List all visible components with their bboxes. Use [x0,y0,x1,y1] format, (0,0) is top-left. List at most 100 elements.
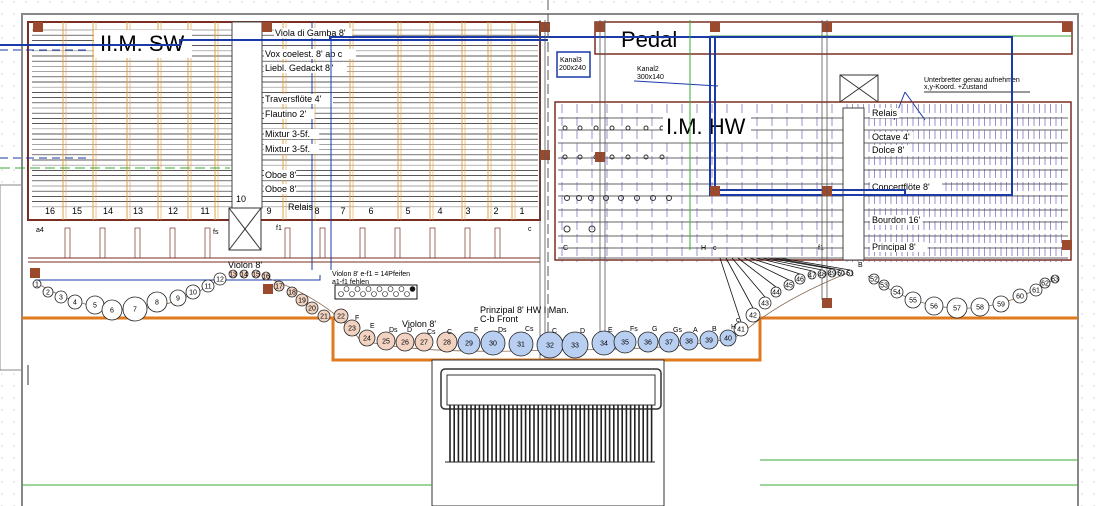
pipe: 48 [817,269,827,279]
pipe-number: 62 [1041,280,1049,287]
channel-number: 3 [465,206,470,216]
great-stop-label: Dolce 8' [872,145,905,155]
channel-number: 12 [168,206,178,216]
channel-number: 4 [437,206,442,216]
pipe: 12 [213,272,227,286]
note-name: H [731,324,736,331]
pipe-number: 9 [176,295,180,302]
pipe-number: 50 [837,270,845,277]
channel-number: 16 [45,206,55,216]
pipe-number: 63 [1051,276,1059,283]
pipe: 18 [286,286,298,298]
pipe-number: 35 [621,339,629,346]
pipe: 53 [878,279,890,291]
pipe: 28 [436,331,458,353]
pipe-number: 12 [216,276,224,283]
pipe: 58 [970,297,990,317]
pipe-number: 5 [93,302,97,309]
channel-number: 7 [340,206,345,216]
pipe: 61 [1029,283,1043,297]
pipe-number: 26 [401,339,409,346]
pipe: 19 [295,293,309,307]
pillar [262,22,272,32]
pipe: 22 [333,308,349,324]
pipe-number: 44 [772,289,780,296]
swell-stop-label: Traversflöte 4' [265,94,322,104]
pipe-number: 37 [665,339,673,346]
pipe-number: 60 [1016,293,1024,300]
pipe: 47 [807,270,817,280]
shaft-x-icon [839,74,879,103]
note-great-C: C [563,245,568,252]
pipe: 56 [924,296,944,316]
pipe: 27 [414,332,434,352]
pipe-number: 4 [73,299,77,306]
pallet-stub [99,227,106,259]
pipe-number: 58 [976,304,984,311]
pipe: 42 [745,307,761,323]
pipe: 17 [273,280,285,292]
note-great-c: c [713,245,717,252]
kanal3-name: Kanal3 [560,57,582,64]
great-stop-label: Concertflöte 8' [872,182,930,192]
pipe: 37 [658,331,680,353]
pallet-stub [134,227,141,259]
violon-note-1: Violon 8' e-f1 = 14Pfeifen [332,271,410,278]
pipe: 16 [261,271,271,281]
pipe: 6 [101,299,123,321]
note-name: Ds [498,327,507,334]
note-name: C [447,329,452,336]
swell-stop-label: Vox coelest. 8' ab c [265,49,343,59]
pipe-number: 48 [818,271,826,278]
pipe-number: 21 [320,313,328,320]
floor-lines [22,459,1078,486]
pipe-number: 43 [761,300,769,307]
violon-label-lower: Violon 8' [402,319,436,329]
pallet-stub [319,227,326,259]
pipe-number: 2 [46,289,50,296]
pipe: 21 [317,309,331,323]
pillar [263,284,273,294]
pipe: 14 [239,269,249,279]
pillar [30,268,40,278]
pipe: 35 [613,330,637,354]
pipe-number: 40 [724,335,732,342]
pipe-number: 10 [189,289,197,296]
pipe-number: 18 [288,289,296,296]
pipe: 54 [890,285,904,299]
channel-number: 14 [103,206,113,216]
kanal2-arrow [633,80,719,87]
pallet-stub [464,227,471,259]
pipe: 7 [122,296,148,322]
pipe: 26 [395,332,415,352]
channel-number: 9 [266,206,271,216]
pipe: 32 [536,331,564,359]
pipe-number: 61 [1032,287,1040,294]
pallet-stub [359,227,366,259]
violon-missing-pipes-box [334,284,418,300]
console [431,359,665,506]
pallet-stub [169,227,176,259]
pillar [822,298,832,308]
swell-stop-label: Mixtur 3-5f. [265,129,310,139]
channel-number: 11 [200,206,209,216]
pipe: 43 [758,296,772,310]
swell-stop-label: Liebl. Gedackt 8'' [265,63,334,73]
note-name: F [474,327,478,334]
pipe-number: 32 [546,342,554,349]
note-fs: fs [213,229,219,236]
pillar [33,22,43,32]
violon-label-upper: Violon 8' [228,260,262,270]
swell-stop-label: Oboe 8' [265,170,297,180]
pipe-number: 56 [930,303,938,310]
pipe: 39 [699,330,719,350]
pipe-number: 22 [337,313,345,320]
pipe: 10 [185,284,201,300]
pipe: 8 [146,291,168,313]
pillar [1062,240,1072,250]
kanal3-box [556,51,591,78]
swell-relais-label: Relais [288,202,314,212]
tracker-lines [719,257,851,323]
